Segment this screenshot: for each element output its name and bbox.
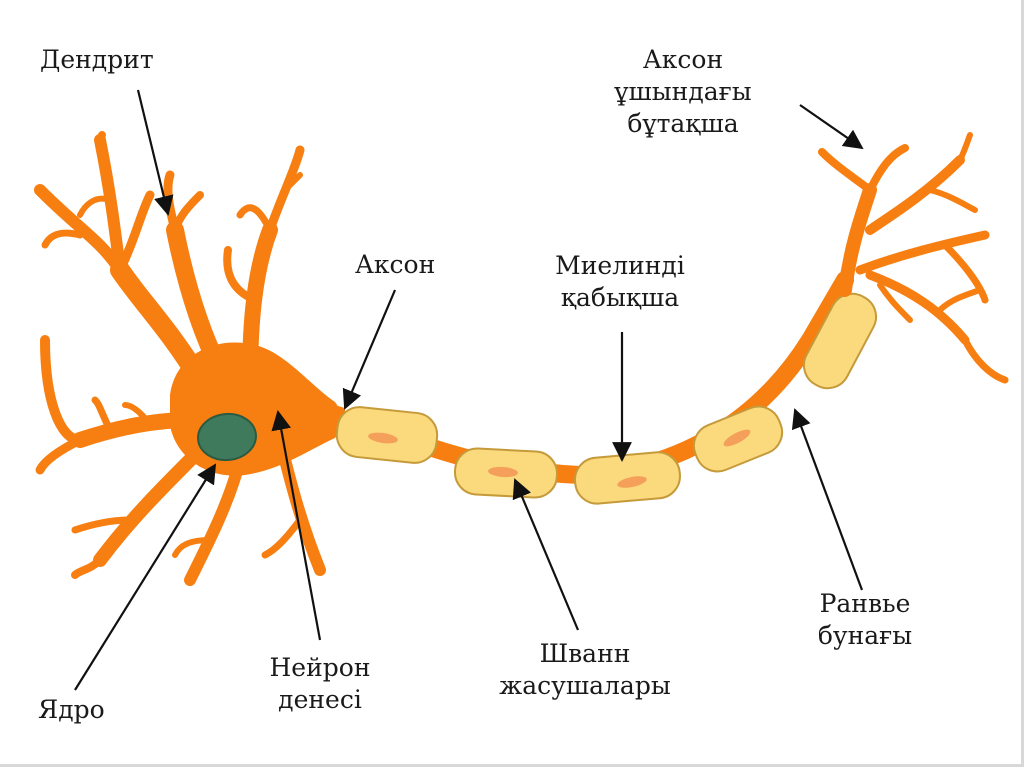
myelin-sheath bbox=[335, 292, 878, 505]
schwann-cell bbox=[802, 292, 878, 390]
arrow-nucleus bbox=[74, 463, 217, 691]
label-myelin: Миелинді қабықша bbox=[555, 251, 685, 312]
arrow-ranvier bbox=[791, 408, 864, 591]
label-nucleus: Ядро bbox=[38, 695, 105, 724]
label-cell-body: Нейрон денесі bbox=[269, 653, 371, 714]
label-dendrite: Дендрит bbox=[40, 45, 154, 74]
arrow-schwann bbox=[512, 478, 580, 631]
arrow-axon-terminal bbox=[799, 104, 864, 150]
arrow-dendrite bbox=[136, 89, 174, 216]
axon-terminals bbox=[818, 132, 1009, 384]
schwann-cell bbox=[574, 451, 681, 505]
label-axon-terminal: Аксон ұшындағы бұтақша bbox=[614, 45, 752, 138]
arrow-cell-body bbox=[271, 410, 322, 641]
pointer-arrows bbox=[74, 89, 864, 691]
label-axon: Аксон bbox=[355, 250, 436, 279]
arrow-axon bbox=[342, 289, 397, 410]
label-ranvier: Ранвье бунағы bbox=[817, 589, 913, 650]
dendrites bbox=[34, 131, 326, 586]
schwann-nuclei bbox=[368, 429, 751, 488]
nucleus bbox=[197, 412, 257, 462]
axon-hillock bbox=[300, 395, 345, 450]
label-schwann: Шванн жасушалары bbox=[499, 639, 671, 700]
